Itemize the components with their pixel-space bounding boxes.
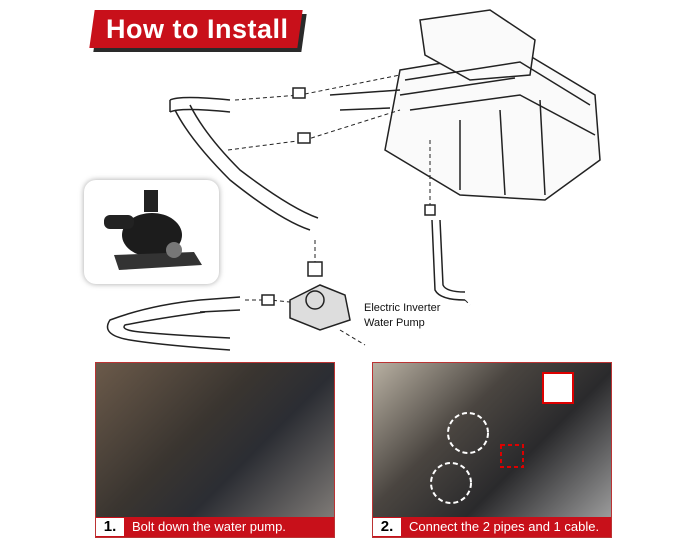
title: How to Install xyxy=(106,14,289,44)
clamps xyxy=(261,87,436,306)
step-1-photo: 1. Bolt down the water pump. xyxy=(95,362,335,538)
part-label: Electric Inverter Water Pump xyxy=(364,302,441,329)
product-photo xyxy=(84,180,219,284)
step-2-photo: 2. Connect the 2 pipes and 1 cable. xyxy=(372,362,612,538)
water-pump-image xyxy=(104,190,202,270)
inverter-unit-drawing xyxy=(329,9,601,201)
step-2-caption: 2. Connect the 2 pipes and 1 cable. xyxy=(373,517,611,537)
step-1-caption: 1. Bolt down the water pump. xyxy=(96,517,334,537)
small-hose-drawing xyxy=(431,219,466,301)
upper-hose-drawing xyxy=(169,96,319,231)
lower-hose-drawing xyxy=(106,296,241,351)
highlight-markers xyxy=(430,372,574,504)
exploded-diagram xyxy=(106,9,601,351)
title-banner: How to Install xyxy=(89,10,307,52)
pump-drawing xyxy=(289,261,351,331)
